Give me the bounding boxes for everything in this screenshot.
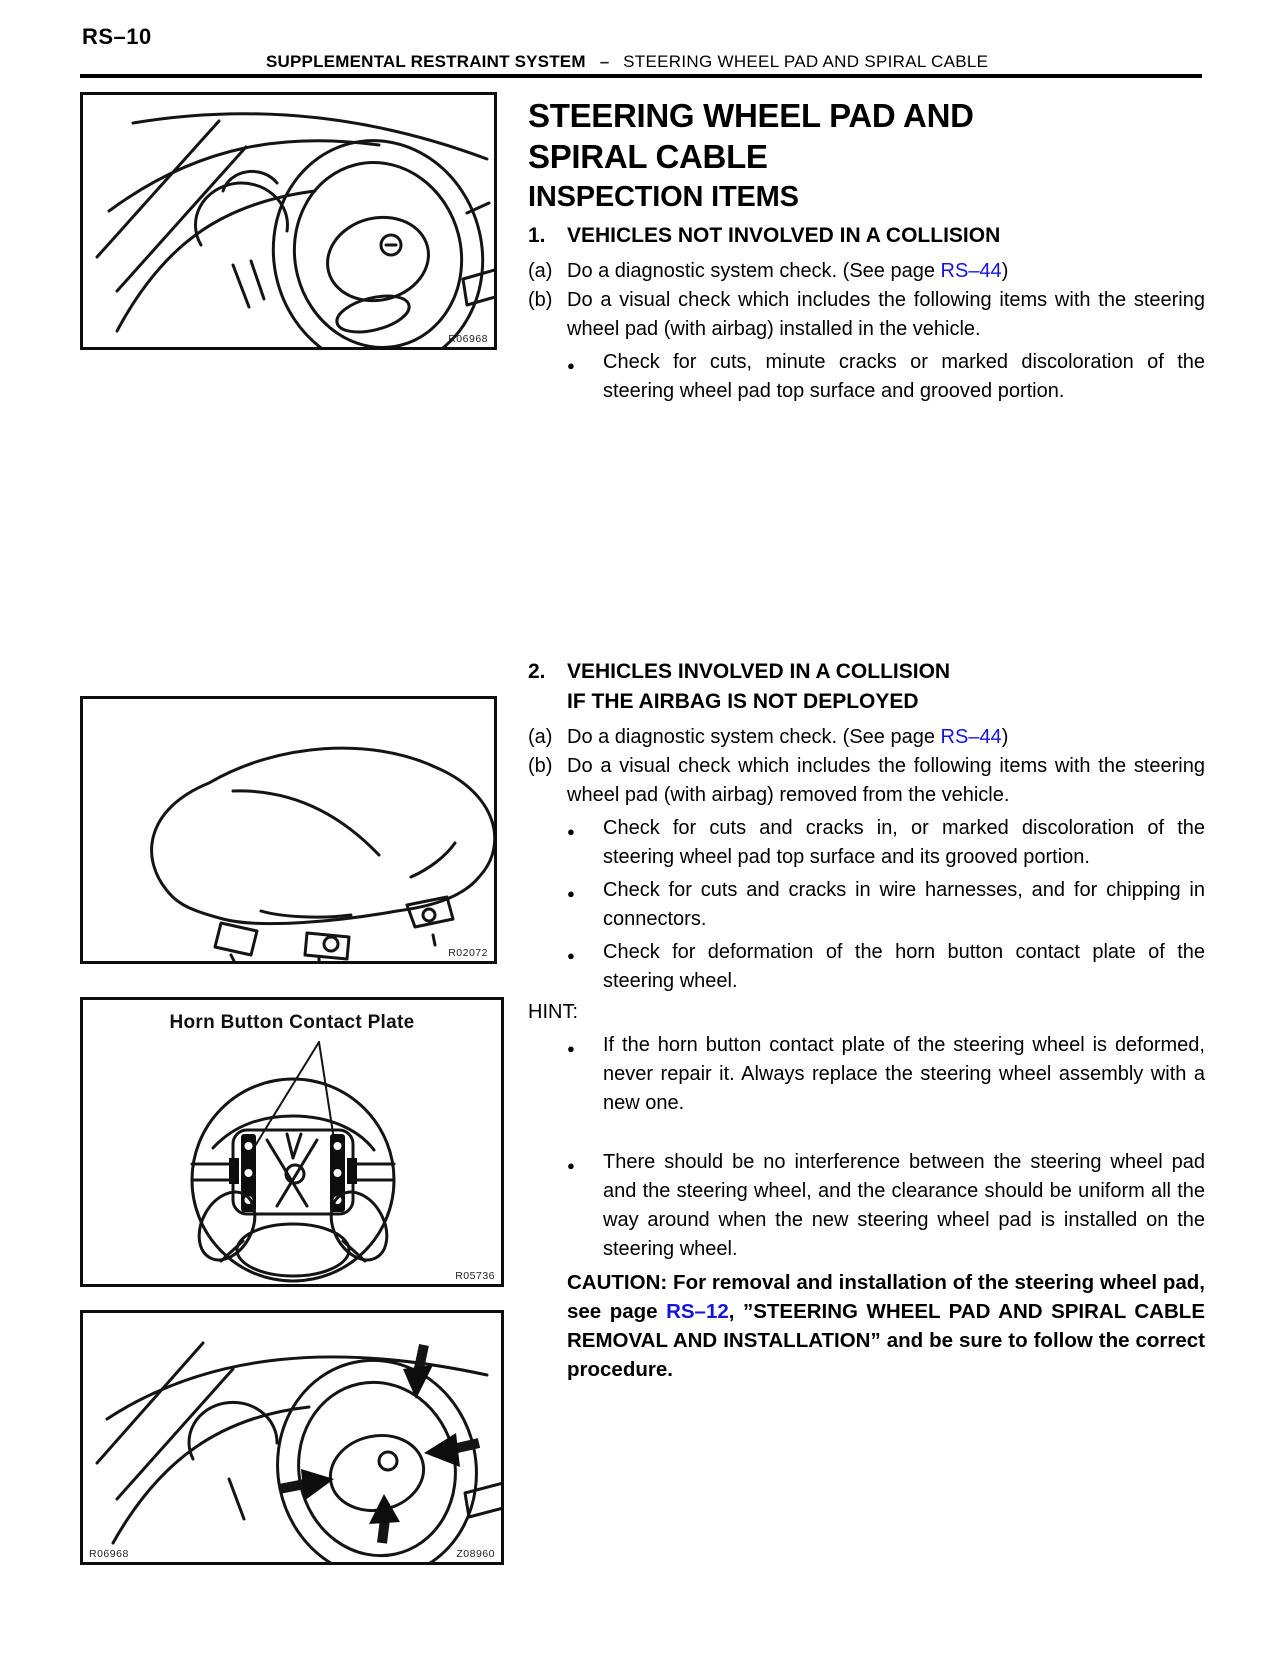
running-header-subsection: STEERING WHEEL PAD AND SPIRAL CABLE — [623, 52, 989, 71]
horn-button-contact-plate-illustration — [190, 1041, 396, 1283]
figure-1-code: R06968 — [448, 333, 488, 345]
figure-4: R06968 Z08960 — [80, 1310, 504, 1565]
section2-bullet-2-text: Check for cuts and cracks in wire harnes… — [603, 879, 1205, 930]
section2-item-a-before: Do a diagnostic system check. (See page — [567, 726, 941, 748]
steering-wheel-pad-illustration — [150, 746, 494, 961]
section2-item-a-label: (a) — [528, 726, 553, 748]
page-title-line1: STEERING WHEEL PAD AND — [528, 97, 974, 134]
bullet-icon: ● — [567, 1041, 575, 1056]
section1-item-a-after: ) — [1001, 260, 1009, 282]
link-rs-12[interactable]: RS–12 — [666, 1300, 729, 1323]
running-header-section: SUPPLEMENTAL RESTRAINT SYSTEM — [266, 52, 586, 71]
content-block-2: 2. VEHICLES INVOLVED IN A COLLISION IF T… — [528, 657, 1205, 1384]
section-subtitle: INSPECTION ITEMS — [528, 181, 799, 213]
section2-item-b: (b) Do a visual check which includes the… — [528, 752, 1205, 810]
section1-bullet-1: ● Check for cuts, minute cracks or marke… — [567, 348, 1205, 406]
page-title-line2: SPIRAL CABLE — [528, 138, 768, 175]
bullet-icon: ● — [567, 948, 575, 963]
figure-2-code: R02072 — [448, 947, 488, 959]
section2-heading-row: 2. VEHICLES INVOLVED IN A COLLISION IF T… — [528, 657, 1205, 717]
section1-item-a-label: (a) — [528, 260, 553, 282]
running-header-separator: – — [599, 52, 610, 71]
figure-2: R02072 — [80, 696, 497, 964]
hint-bullet-1: ● If the horn button contact plate of th… — [567, 1031, 1205, 1118]
figure-3: Horn Button Contact Plate — [80, 997, 504, 1287]
link-rs-44-section2[interactable]: RS–44 — [940, 726, 1002, 748]
hint-bullet-1-text: If the horn button contact plate of the … — [603, 1034, 1205, 1114]
section2-item-a-after: ) — [1001, 726, 1009, 748]
section2-bullet-2: ● Check for cuts and cracks in wire harn… — [567, 876, 1205, 934]
caution-text-before: CAUTION: For removal and installation of… — [567, 1271, 1205, 1323]
section2-number: 2. — [528, 660, 546, 683]
section1-item-b-text: Do a visual check which includes the fol… — [567, 289, 1205, 340]
figure-1: R06968 — [80, 92, 497, 350]
caution-paragraph: CAUTION: For removal and installation of… — [567, 1268, 1205, 1384]
section2-item-a: (a) Do a diagnostic system check. (See p… — [528, 723, 1205, 752]
header-rule — [80, 74, 1202, 78]
figure-4-code-right: Z08960 — [456, 1548, 495, 1560]
section1-item-b-label: (b) — [528, 289, 553, 311]
page-title: STEERING WHEEL PAD AND SPIRAL CABLE — [528, 95, 1205, 177]
section2-heading: VEHICLES INVOLVED IN A COLLISION IF THE … — [567, 657, 950, 717]
section1-bullet-1-text: Check for cuts, minute cracks or marked … — [603, 351, 1205, 402]
page-number: RS–10 — [82, 24, 152, 49]
section1-number: 1. — [528, 224, 546, 247]
section1-item-b: (b) Do a visual check which includes the… — [528, 286, 1205, 344]
bullet-icon: ● — [567, 358, 575, 373]
figure-4-code-left: R06968 — [89, 1548, 129, 1560]
content-block-1: STEERING WHEEL PAD AND SPIRAL CABLE INSP… — [528, 95, 1205, 406]
steering-wheel-clearance-arrows-illustration — [95, 1341, 501, 1562]
bullet-icon: ● — [567, 824, 575, 839]
figure-3-code: R05736 — [455, 1270, 495, 1282]
hint-label: HINT: — [528, 1001, 578, 1023]
figure-3-label: Horn Button Contact Plate — [169, 1012, 415, 1033]
section2-bullet-1-text: Check for cuts and cracks in, or marked … — [603, 817, 1205, 868]
hint-bullet-2-text: There should be no interference between … — [603, 1151, 1205, 1260]
bullet-icon: ● — [567, 1158, 575, 1173]
section2-bullet-3-text: Check for deformation of the horn button… — [603, 941, 1205, 992]
caution-text-after: , ”STEERING WHEEL PAD AND SPIRAL CABLE R… — [567, 1300, 1205, 1381]
hint-bullet-2: ● There should be no interference betwee… — [567, 1148, 1205, 1264]
section2-heading-line2: IF THE AIRBAG IS NOT DEPLOYED — [567, 690, 919, 713]
section2-heading-line1: VEHICLES INVOLVED IN A COLLISION — [567, 660, 951, 683]
section1-item-a-before: Do a diagnostic system check. (See page — [567, 260, 941, 282]
running-header: SUPPLEMENTAL RESTRAINT SYSTEM–STEERING W… — [90, 52, 1202, 72]
section2-item-b-label: (b) — [528, 755, 553, 777]
bullet-icon: ● — [567, 886, 575, 901]
section2-item-b-text: Do a visual check which includes the fol… — [567, 755, 1205, 806]
section1-heading: VEHICLES NOT INVOLVED IN A COLLISION — [567, 224, 1001, 247]
section1-heading-row: 1. VEHICLES NOT INVOLVED IN A COLLISION — [528, 221, 1205, 251]
section1-item-a-text: Do a diagnostic system check. (See page … — [567, 257, 1205, 286]
dashboard-steering-wheel-illustration — [95, 112, 494, 347]
section2-item-a-text: Do a diagnostic system check. (See page … — [567, 723, 1205, 752]
section2-bullet-3: ● Check for deformation of the horn butt… — [567, 938, 1205, 996]
section1-item-a: (a) Do a diagnostic system check. (See p… — [528, 257, 1205, 286]
link-rs-44-section1[interactable]: RS–44 — [940, 260, 1002, 282]
section2-bullet-1: ● Check for cuts and cracks in, or marke… — [567, 814, 1205, 872]
